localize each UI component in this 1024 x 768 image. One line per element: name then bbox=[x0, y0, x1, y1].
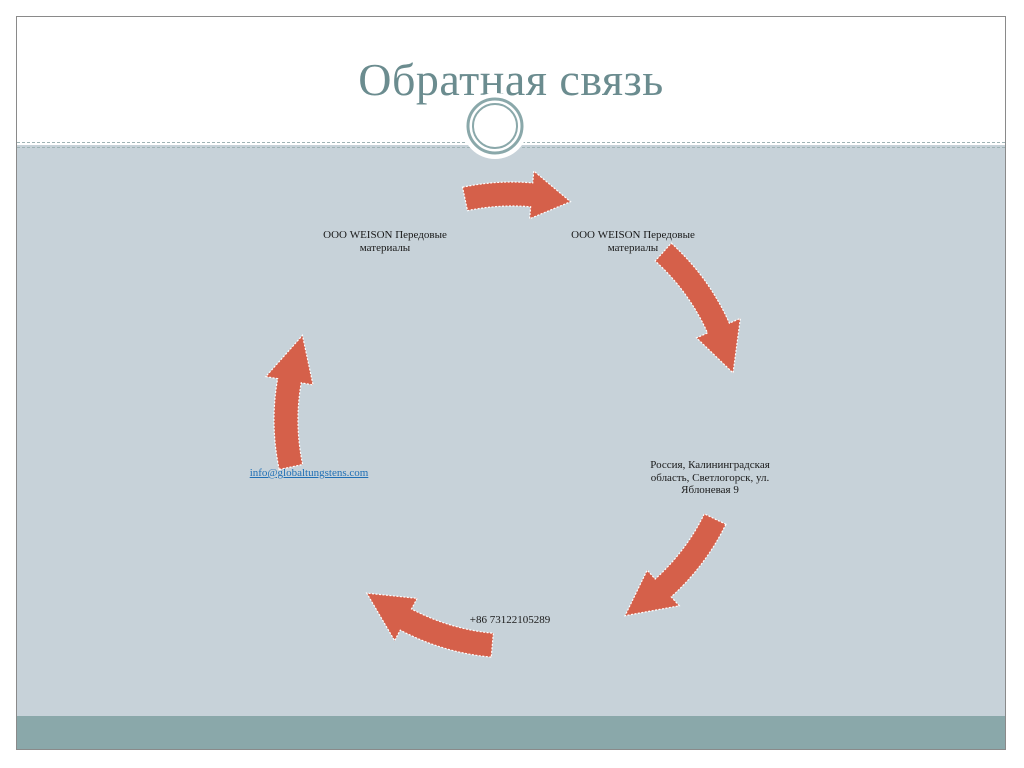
email-link[interactable]: info@globaltungstens.com bbox=[249, 467, 369, 479]
node-right-address: Россия, Калининградская область, Светлог… bbox=[650, 459, 770, 497]
curved-arrow-icon bbox=[264, 334, 314, 471]
curved-arrow-icon bbox=[461, 169, 572, 220]
curved-arrow-icon bbox=[623, 513, 727, 617]
content-area bbox=[17, 145, 1005, 716]
curved-arrow-icon bbox=[365, 592, 494, 658]
footer-bar bbox=[17, 716, 1005, 749]
node-top-right: ООО WEISON Передовые материалы bbox=[571, 229, 695, 254]
curved-arrow-icon bbox=[654, 242, 742, 375]
slide-title: Обратная связь bbox=[358, 54, 664, 105]
double-ring-icon bbox=[462, 93, 528, 159]
node-top-left: ООО WEISON Передовые материалы bbox=[323, 229, 447, 254]
node-bottom-phone: +86 73122105289 bbox=[469, 614, 551, 626]
node-left-email[interactable]: info@globaltungstens.com bbox=[238, 467, 380, 480]
